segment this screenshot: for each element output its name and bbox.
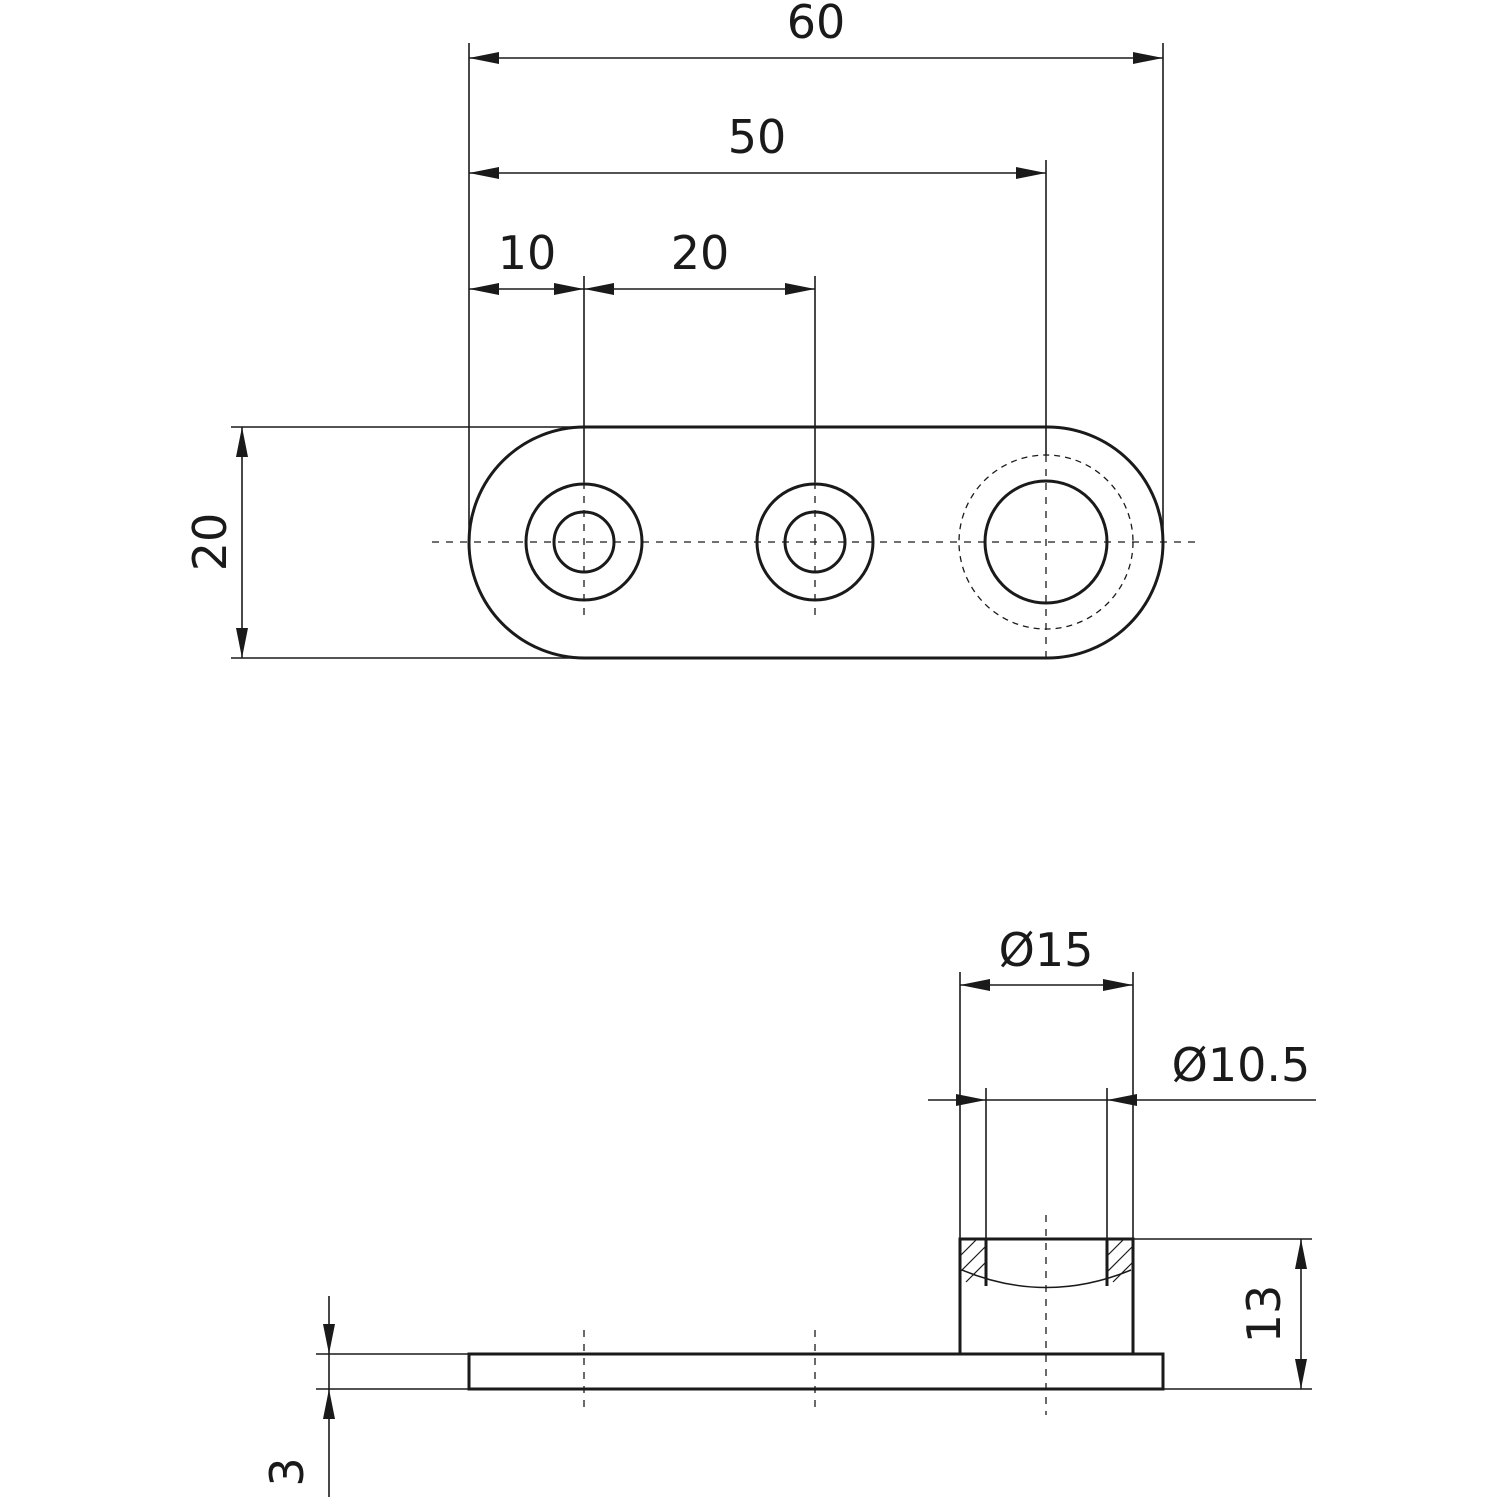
side-view: Ø15 Ø10.5 13 3 — [260, 923, 1316, 1497]
section-hatching — [959, 1238, 1134, 1283]
dim-width-label: 20 — [183, 513, 237, 572]
dim-first-hole-label: 10 — [498, 226, 557, 280]
dim-thickness-label: 3 — [260, 1457, 314, 1486]
dim-third-hole-label: 50 — [728, 110, 787, 164]
dim-hole-spacing-label: 20 — [671, 226, 730, 280]
base-plate-section — [467, 1352, 1165, 1391]
dim-height-label: 13 — [1237, 1285, 1291, 1344]
dim-inner-diameter-label: Ø10.5 — [1172, 1038, 1311, 1092]
top-view: 60 50 10 20 20 — [183, 0, 1198, 660]
boss-outline — [958, 1237, 1135, 1354]
dim-overall-length-label: 60 — [787, 0, 846, 49]
dim-outer-diameter-label: Ø15 — [999, 923, 1094, 977]
